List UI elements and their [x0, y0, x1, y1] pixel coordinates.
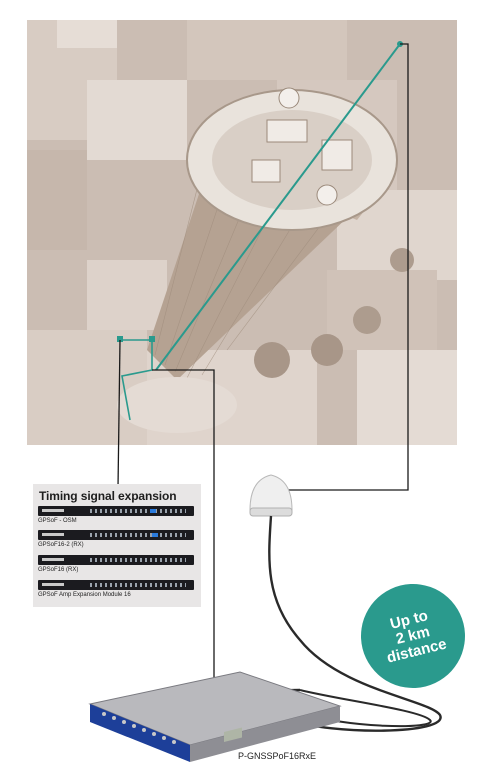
panel-title: Timing signal expansion: [39, 489, 177, 503]
rack-module: [38, 580, 194, 590]
device-label: P-GNSSPoF16RxE: [238, 751, 317, 761]
module-label: GPSoF Amp Expansion Module 16: [38, 592, 131, 598]
receiver-chassis-top: [88, 671, 342, 746]
module-label: GPSoF16 (RX): [38, 567, 79, 573]
rack-module: [38, 530, 194, 540]
timing-expansion-panel: Timing signal expansion GPSoF - OSM GPSo…: [33, 484, 201, 607]
city-illustration: [27, 20, 457, 445]
receiver-front-panel: [90, 704, 190, 762]
distance-badge: Up to 2 km distance: [349, 572, 477, 700]
rack-module: [38, 555, 194, 565]
gps-antenna-dome: [249, 474, 293, 511]
module-label: GPSoF - OSM: [38, 518, 77, 524]
aerial-building-photo: [27, 20, 457, 445]
module-label: GPSoF16-2 (RX): [38, 542, 84, 548]
rack-module: [38, 506, 194, 516]
